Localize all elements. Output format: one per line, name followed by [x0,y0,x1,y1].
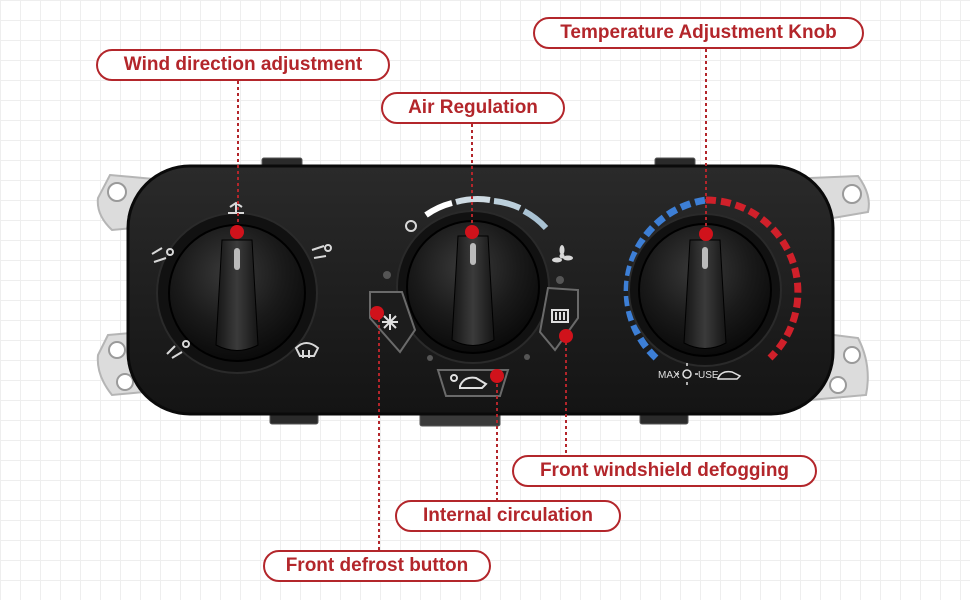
bilevel-vent-icon [151,247,174,263]
ac-snowflake-icon [382,314,398,330]
internal-circulation-callout: Internal circulation [395,500,621,532]
wind-direction-pointer-dot [230,225,244,239]
fan-speed-scale [424,196,549,231]
front-defrost-button-callout: Front defrost button [263,550,491,582]
front-defrost-pointer-dot [370,306,384,320]
use-recirc-icon [717,370,742,380]
recirculation-icon [450,374,488,389]
max-label: MAX [658,370,680,381]
wind-direction-knob[interactable] [156,212,318,374]
use-label: USE [698,370,719,381]
windshield-defrost-icon [294,342,320,358]
temperature-knob-callout: Temperature Adjustment Knob [533,17,864,49]
temperature-scale [623,196,802,361]
floor-defrost-icon [311,244,332,259]
front-defrost-button[interactable] [369,291,417,354]
floor-vent-icon [166,340,190,359]
internal-circulation-pointer-dot [490,369,504,383]
front-windshield-defogging-callout: Front windshield defogging [512,455,817,487]
max-defrost-sun-icon [676,363,698,385]
wind-direction-callout: Wind direction adjustment [96,49,390,81]
windshield-defog-pointer-dot [559,329,573,343]
fan-icon [552,245,573,263]
indicator-leds [383,271,564,361]
rear-defrost-icon [551,309,569,323]
air-regulation-pointer-dot [465,225,479,239]
air-regulation-knob[interactable] [396,210,550,364]
temperature-pointer-dot [699,227,713,241]
face-vent-icon [228,201,244,214]
temperature-adjustment-knob[interactable] [628,213,782,367]
air-regulation-callout: Air Regulation [381,92,565,124]
leader-lines [237,49,707,550]
fan-off-icon [405,220,417,232]
